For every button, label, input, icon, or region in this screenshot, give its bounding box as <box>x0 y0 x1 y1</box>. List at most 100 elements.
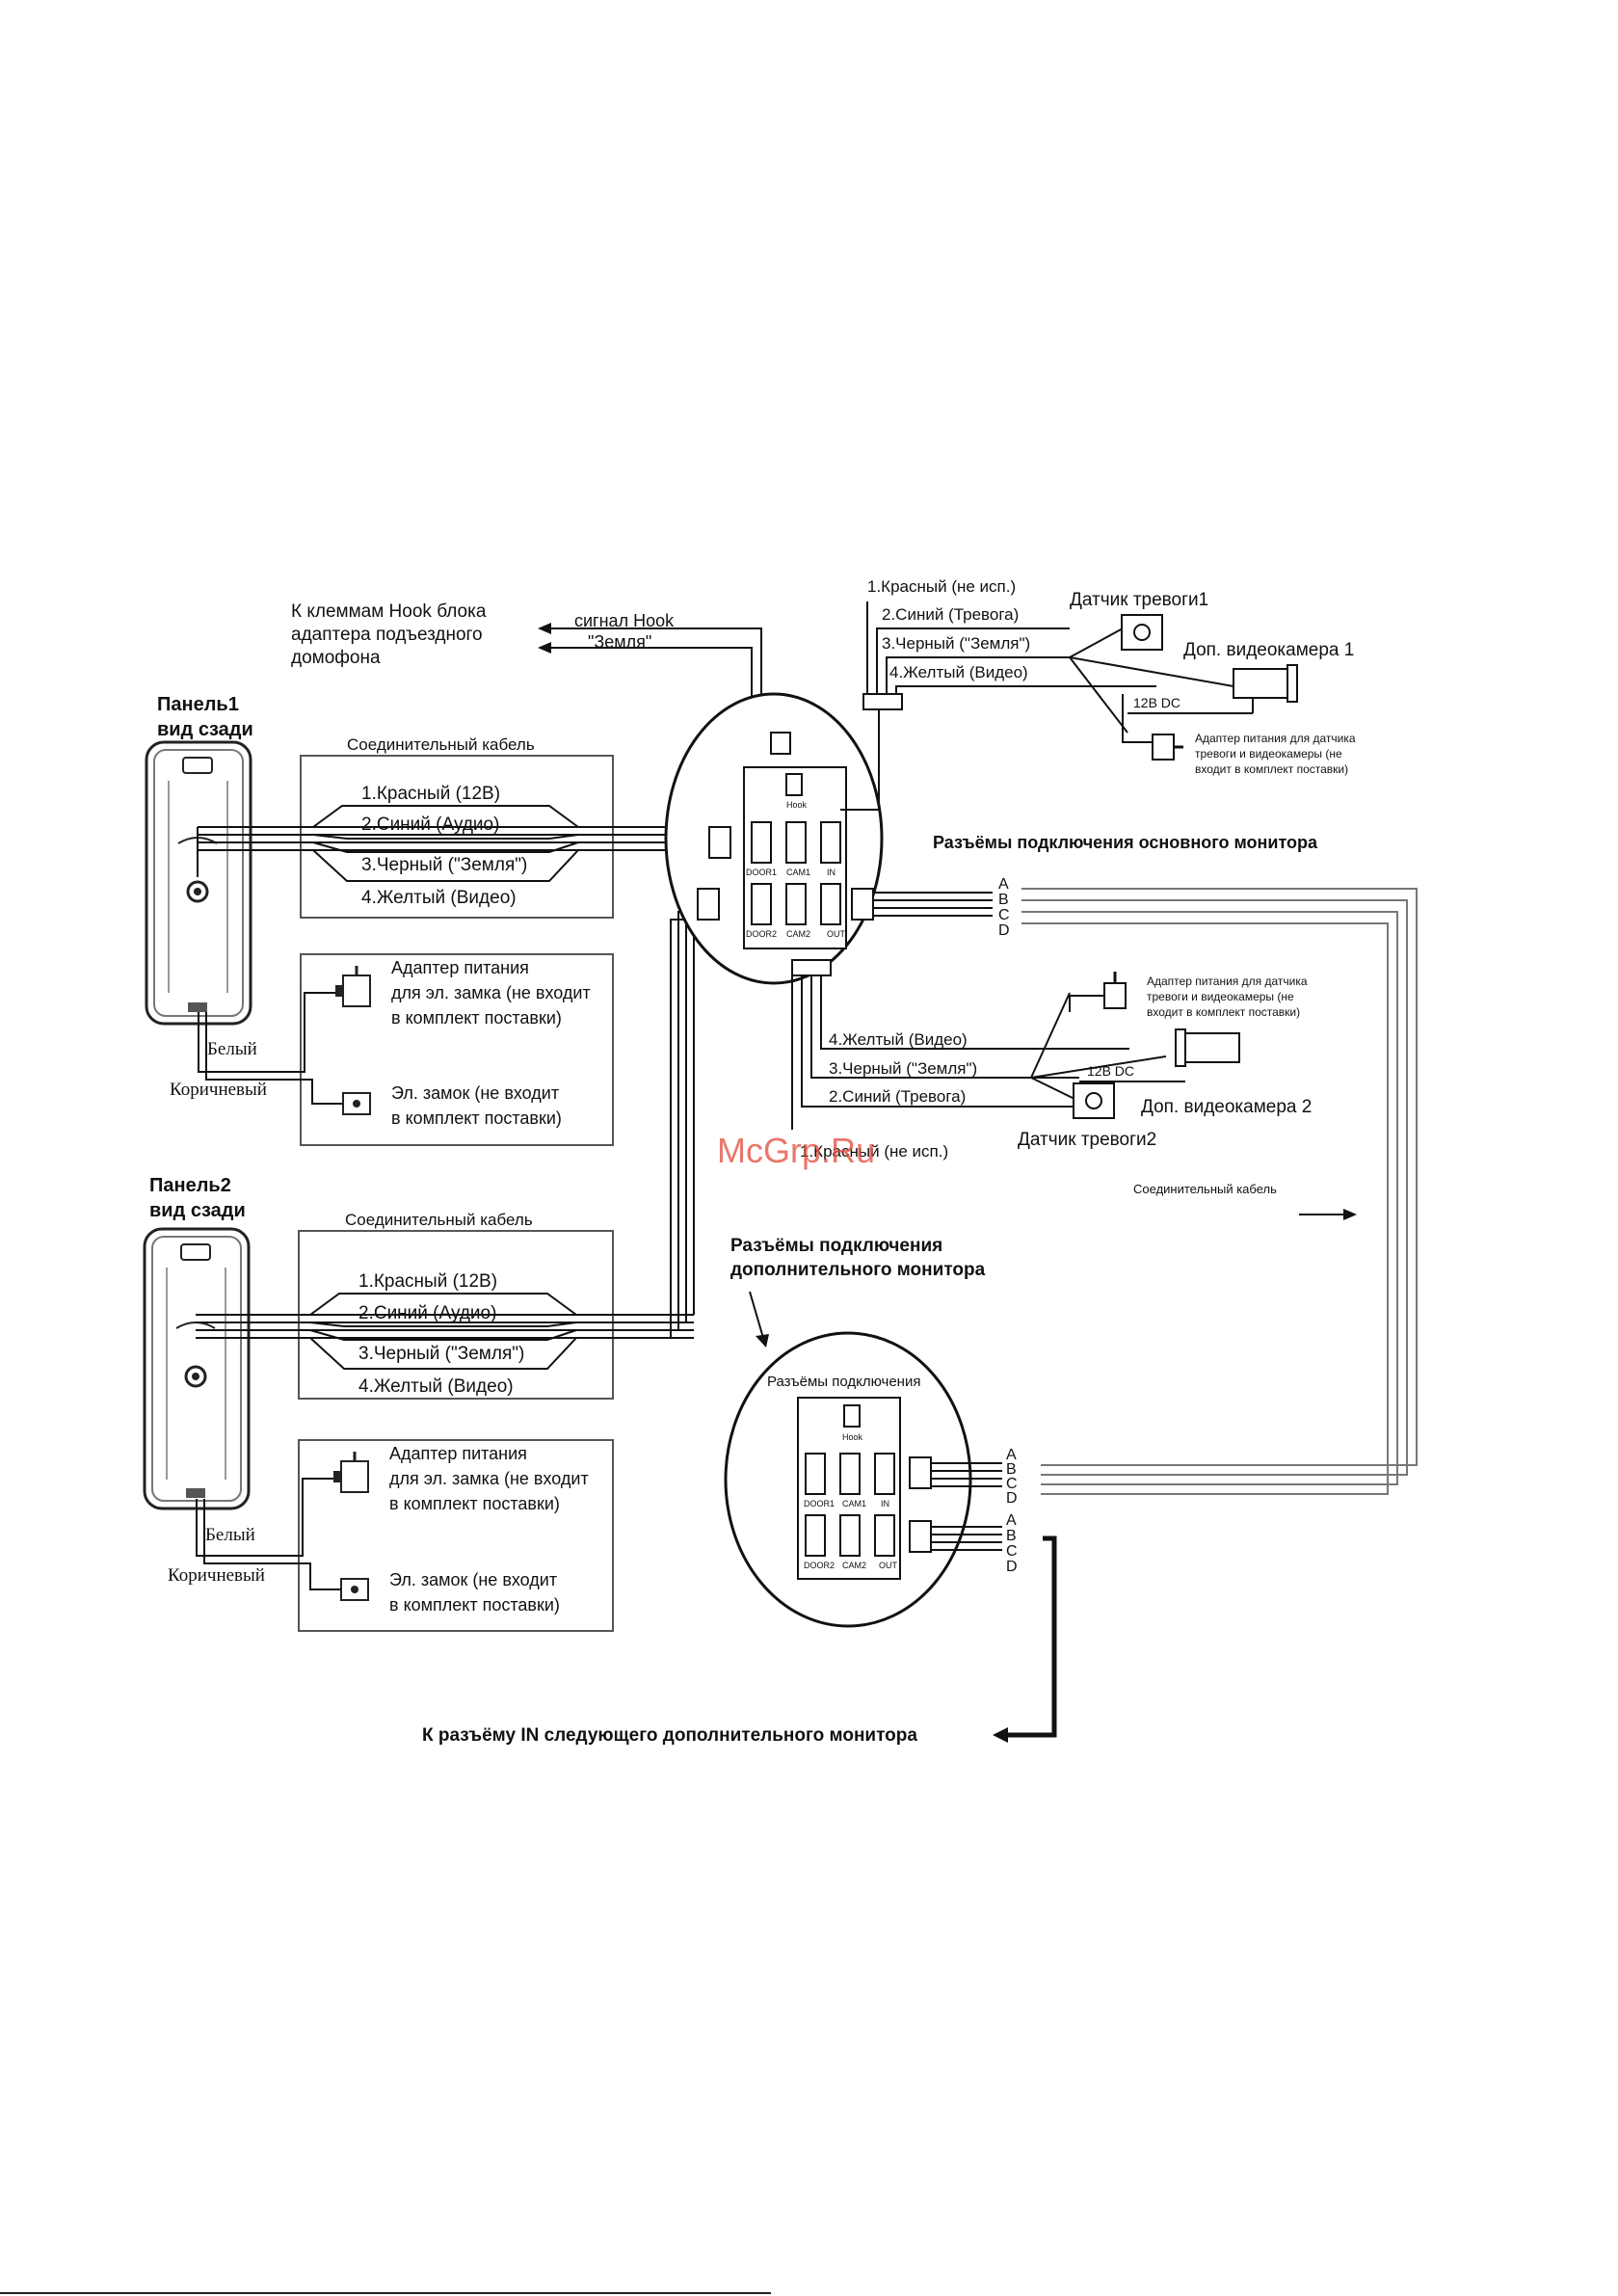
extra-cable-label: Соединительный кабель <box>1133 1182 1277 1196</box>
panel1-subtitle: вид сзади <box>157 719 253 740</box>
lock2-line1: Эл. замок (не входит <box>389 1570 557 1589</box>
main-monitor-label: Разъёмы подключения основного монитора <box>933 833 1318 852</box>
brown-wire2-label: Коричневый <box>168 1565 265 1586</box>
panel1-title: Панель1 <box>157 694 239 715</box>
extra-in-b: B <box>1006 1461 1017 1478</box>
extra-cam1-label: CAM1 <box>842 1499 866 1508</box>
alarm2-wire4: 4.Желтый (Видео) <box>829 1030 968 1049</box>
lock2-line2: в комплект поставки) <box>389 1595 560 1615</box>
lock-adapter1-line3: в комплект поставки) <box>391 1008 562 1028</box>
extra-in-wires <box>931 1462 1002 1487</box>
extra-monitor-label-line1: Разъёмы подключения <box>730 1236 942 1256</box>
power-adapter2-icon <box>333 1452 369 1493</box>
hook-block-line2: адаптера подъездного <box>291 625 483 645</box>
alarm2-wires <box>791 975 1167 1130</box>
hook-block-line1: К клеммам Hook блока <box>291 601 487 622</box>
camera1-icon <box>1127 664 1298 714</box>
cam1-link <box>840 709 880 811</box>
lock1-line1: Эл. замок (не входит <box>391 1083 559 1103</box>
lock-adapter2-line3: в комплект поставки) <box>389 1494 560 1513</box>
white-wire1 <box>198 992 335 1073</box>
extra-connectors <box>805 1453 895 1557</box>
next-monitor-arrow <box>1002 1535 1057 1738</box>
camera2-icon <box>1079 1028 1240 1082</box>
extra-hook-socket <box>843 1404 861 1428</box>
alarm-sensor1-label: Датчик тревоги1 <box>1070 590 1208 610</box>
brown-wire1 <box>205 1012 343 1105</box>
power-adapter1-icon <box>335 966 371 1007</box>
main-c: C <box>998 907 1010 923</box>
alarm2-wire3: 3.Черный ("Земля") <box>829 1059 977 1078</box>
extra-out-d: D <box>1006 1559 1018 1575</box>
cable1-box <box>300 755 614 919</box>
camera2-adapter-icon <box>1069 972 1127 1012</box>
lock-adapter2-box <box>298 1439 614 1632</box>
white-wire2-label: Белый <box>205 1525 255 1545</box>
cable1-wire4: 4.Желтый (Видео) <box>361 888 517 908</box>
extra-in-plug <box>909 1456 932 1489</box>
hook-socket <box>785 773 803 796</box>
signal-hook-label: сигнал Hook <box>574 611 675 630</box>
extra-out-wires <box>931 1526 1002 1551</box>
alarm-sensor1-icon <box>1121 614 1163 651</box>
main-connectors <box>751 821 841 925</box>
panel1-device <box>145 740 252 1026</box>
camera2-label: Доп. видеокамера 2 <box>1141 1097 1312 1117</box>
door2-plug <box>697 888 720 921</box>
extra-out-label: OUT <box>879 1561 898 1570</box>
alarm2-wire1: 1.Красный (не исп.) <box>800 1142 948 1161</box>
cable2-wire1: 1.Красный (12В) <box>358 1271 497 1292</box>
cable1-title: Соединительный кабель <box>347 735 535 754</box>
next-monitor-label: К разъёму IN следующего дополнительного … <box>422 1725 917 1746</box>
cable1-wire1: 1.Красный (12В) <box>361 784 500 804</box>
cam1-plug <box>862 693 903 710</box>
in-label: IN <box>827 868 836 877</box>
panel2-subtitle: вид сзади <box>149 1200 246 1221</box>
brown-wire1-label: Коричневый <box>170 1080 267 1100</box>
electric-lock2-icon <box>340 1578 369 1601</box>
camera1-dc: 12В DC <box>1133 695 1180 710</box>
door1-label: DOOR1 <box>746 868 777 877</box>
cable2-wire3: 3.Черный ("Земля") <box>358 1344 524 1364</box>
cable1-wire2: 2.Синий (Аудио) <box>361 814 499 835</box>
brown-wire2 <box>203 1499 341 1590</box>
extra-out-plug <box>909 1520 932 1553</box>
camera1-adapter-line1: Адаптер питания для датчика <box>1195 732 1356 745</box>
cam1-label: CAM1 <box>786 868 810 877</box>
extra-out-a: A <box>1006 1512 1017 1529</box>
camera2-adapter-line2: тревоги и видеокамеры (не <box>1147 990 1294 1003</box>
white-wire2 <box>196 1478 333 1557</box>
out-label: OUT <box>827 929 846 939</box>
alarm2-wire2: 2.Синий (Тревога) <box>829 1087 966 1106</box>
cam2-plug <box>791 959 832 976</box>
cable2-wire2: 2.Синий (Аудио) <box>358 1303 496 1323</box>
camera2-dc: 12В DC <box>1087 1063 1134 1079</box>
hook-block-line3: домофона <box>291 648 381 668</box>
lock1-line2: в комплект поставки) <box>391 1108 562 1128</box>
camera1-adapter-icon <box>1152 734 1183 761</box>
lock-adapter2-line1: Адаптер питания <box>389 1444 527 1463</box>
alarm1-wire3: 3.Черный ("Земля") <box>882 634 1030 653</box>
cable1-wire3: 3.Черный ("Земля") <box>361 855 527 875</box>
camera1-adapter-line2: тревоги и видеокамеры (не <box>1195 747 1342 761</box>
extra-in-c: C <box>1006 1476 1018 1492</box>
extra-in-d: D <box>1006 1490 1018 1507</box>
camera2-adapter-line3: входит в комплект поставки) <box>1147 1005 1300 1019</box>
lock-adapter1-box <box>300 953 614 1146</box>
main-b: B <box>998 892 1009 908</box>
lock-adapter1-line1: Адаптер питания <box>391 958 529 977</box>
lock-adapter1-line2: для эл. замка (не входит <box>391 983 591 1002</box>
camera1-adapter-line3: входит в комплект поставки) <box>1195 762 1348 776</box>
main-d: D <box>998 922 1010 939</box>
panel2-title: Панель2 <box>149 1175 231 1196</box>
alarm-sensor2-label: Датчик тревоги2 <box>1018 1130 1156 1150</box>
alarm1-wire1: 1.Красный (не исп.) <box>867 577 1016 596</box>
extra-out-c: C <box>1006 1543 1018 1560</box>
lock-adapter2-line2: для эл. замка (не входит <box>389 1469 589 1488</box>
white-wire1-label: Белый <box>207 1039 257 1059</box>
extra-out-b: B <box>1006 1528 1017 1544</box>
cable1-wires <box>197 805 713 882</box>
extra-in-label: IN <box>881 1499 889 1508</box>
extra-cam2-label: CAM2 <box>842 1561 866 1570</box>
